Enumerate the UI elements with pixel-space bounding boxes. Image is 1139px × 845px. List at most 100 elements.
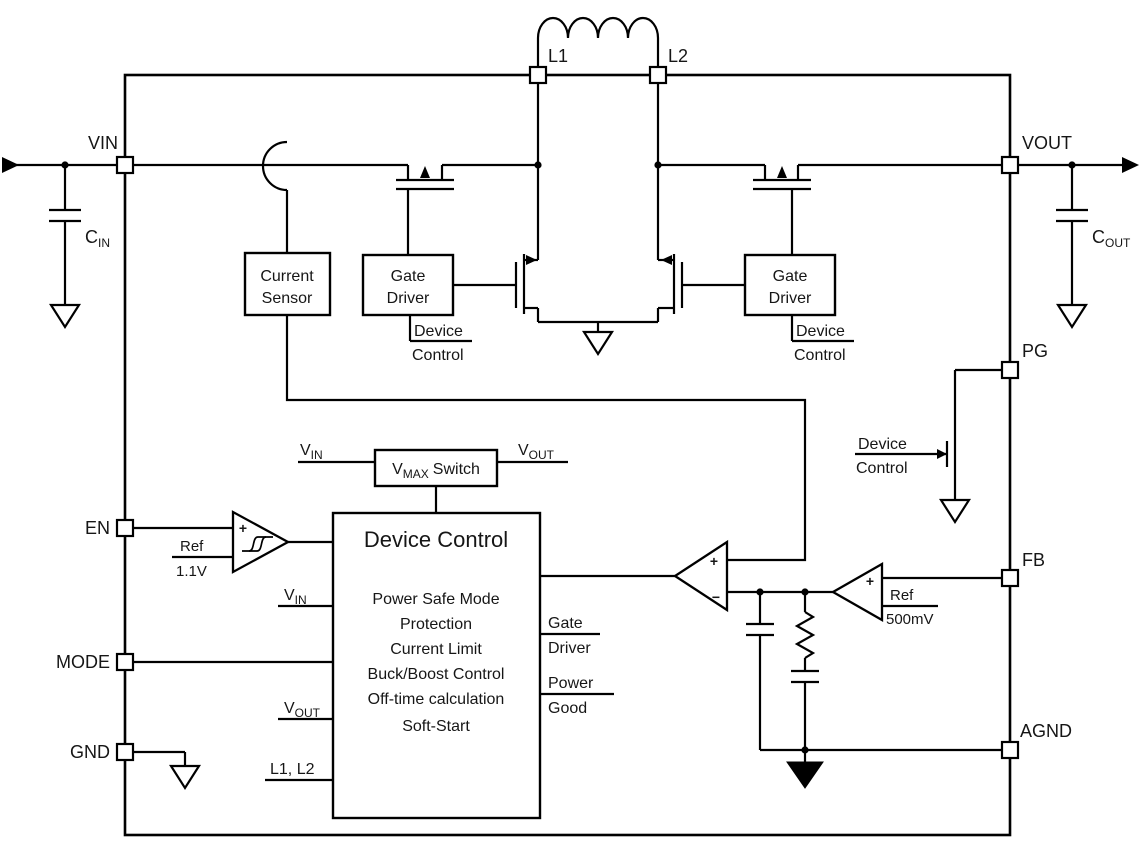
amplifier-symbol bbox=[830, 562, 884, 622]
mosfet-arrow bbox=[526, 255, 537, 265]
pin-l1 bbox=[528, 65, 548, 85]
pin-label-fb: FB bbox=[1022, 550, 1045, 570]
gate-driver-label: Driver bbox=[769, 290, 812, 307]
cout-label: COUT bbox=[1092, 227, 1131, 250]
cin-label: CIN bbox=[85, 227, 110, 250]
dc-gate-output-label: Gate bbox=[548, 615, 583, 632]
function-list-item: Current Limit bbox=[390, 641, 482, 658]
pin-label-vin: VIN bbox=[88, 133, 118, 153]
dc-gate-output-label: Driver bbox=[548, 640, 591, 657]
gate-driver-label: Gate bbox=[391, 268, 426, 285]
fb-ref-label: Ref bbox=[890, 587, 914, 604]
fb-ref-value: 500mV bbox=[886, 611, 934, 628]
device-control-net-label: Control bbox=[412, 347, 464, 364]
pin-fb bbox=[1000, 568, 1020, 588]
compensation-network bbox=[746, 592, 1002, 789]
gate-driver-right-block: Gate Driver Device Control bbox=[743, 253, 854, 364]
dc-power-good-label: Power bbox=[548, 675, 594, 692]
pin-label-vout: VOUT bbox=[1022, 133, 1072, 153]
device-control-box bbox=[331, 511, 542, 820]
current-sensor-block: Current Sensor bbox=[243, 140, 807, 562]
device-control-block: Device Control Power Safe Mode Protectio… bbox=[265, 511, 675, 820]
current-probe-icon bbox=[261, 140, 288, 192]
pmos-input-transistor bbox=[396, 163, 538, 255]
output-arrow bbox=[1122, 157, 1139, 173]
function-list-item: Buck/Boost Control bbox=[368, 666, 505, 683]
pin-pg bbox=[1000, 360, 1020, 380]
ic-package-outline bbox=[123, 73, 1012, 837]
vmax-vout-label: VOUT bbox=[518, 442, 555, 462]
ground-symbol bbox=[938, 498, 972, 525]
gnd-pin-circuit bbox=[133, 750, 202, 791]
nmos-bridge bbox=[453, 254, 745, 357]
pin-label-gnd: GND bbox=[70, 742, 110, 762]
current-sense-signal-wire bbox=[285, 315, 807, 562]
dc-l1l2-input-label: L1, L2 bbox=[270, 761, 315, 778]
pin-mode bbox=[115, 652, 135, 672]
ground-symbol bbox=[48, 303, 82, 330]
ground-symbol bbox=[1055, 303, 1089, 330]
pin-agnd bbox=[1000, 740, 1020, 760]
plus-sign: + bbox=[710, 553, 718, 569]
function-list-item: Power Safe Mode bbox=[372, 591, 499, 608]
device-control-net-label: Control bbox=[794, 347, 846, 364]
analog-ground-symbol bbox=[786, 761, 824, 789]
pmos-output-transistor bbox=[658, 163, 1002, 255]
pin-gnd bbox=[115, 742, 135, 762]
inductor-coil bbox=[536, 16, 660, 39]
pin-label-en: EN bbox=[85, 518, 110, 538]
dc-power-good-label: Good bbox=[548, 700, 587, 717]
mosfet-arrow bbox=[777, 166, 787, 178]
input-rail: CIN bbox=[2, 157, 408, 330]
input-arrow bbox=[2, 157, 19, 173]
switch-nodes bbox=[534, 83, 662, 260]
device-control-net-label: Device bbox=[796, 323, 845, 340]
pin-label-pg: PG bbox=[1022, 341, 1048, 361]
error-comparator: + − bbox=[672, 539, 833, 613]
function-list-item: Protection bbox=[400, 616, 472, 633]
inductor-symbol bbox=[536, 16, 660, 67]
dc-vin-input-label: VIN bbox=[284, 587, 307, 607]
pin-en bbox=[115, 518, 135, 538]
plus-sign: + bbox=[239, 520, 247, 536]
vmax-switch-box bbox=[373, 448, 499, 488]
device-control-net-label: Device bbox=[414, 323, 463, 340]
function-list-item: Soft-Start bbox=[402, 718, 470, 735]
mosfet-arrow bbox=[661, 255, 672, 265]
device-control-net-label: Device bbox=[858, 436, 907, 453]
gate-driver-left-block: Gate Driver Device Control bbox=[361, 253, 472, 364]
ground-symbol bbox=[581, 330, 615, 357]
pin-label-l2: L2 bbox=[668, 46, 688, 66]
ground-symbol bbox=[168, 764, 202, 791]
power-good-circuit: Device Control bbox=[855, 368, 1002, 525]
pin-vin bbox=[115, 155, 135, 175]
current-sensor-label: Current bbox=[260, 268, 314, 285]
mosfet-arrow bbox=[420, 166, 430, 178]
schmitt-trigger-symbol bbox=[231, 510, 291, 574]
comp-resistor bbox=[794, 611, 816, 659]
comparator-symbol bbox=[672, 539, 729, 613]
pin-label-mode: MODE bbox=[56, 652, 110, 672]
dc-vout-input-label: VOUT bbox=[284, 700, 321, 720]
current-sensor-label: Sensor bbox=[262, 290, 313, 307]
device-control-net-label: Control bbox=[856, 460, 908, 477]
hysteresis-icon bbox=[249, 536, 273, 552]
en-ref-value: 1.1V bbox=[176, 563, 207, 580]
device-control-title: Device Control bbox=[364, 527, 508, 552]
pin-label-l1: L1 bbox=[548, 46, 568, 66]
gate-driver-box bbox=[743, 253, 837, 317]
gate-driver-box bbox=[361, 253, 455, 317]
en-ref-label: Ref bbox=[180, 538, 204, 555]
pin-label-agnd: AGND bbox=[1020, 721, 1072, 741]
pin-l2 bbox=[648, 65, 668, 85]
output-rail: COUT bbox=[1018, 157, 1139, 330]
gate-driver-label: Driver bbox=[387, 290, 430, 307]
pin-vout bbox=[1000, 155, 1020, 175]
function-list-item: Off-time calculation bbox=[368, 691, 505, 708]
enable-comparator: Ref 1.1V + bbox=[133, 510, 333, 580]
vmax-vin-label: VIN bbox=[300, 442, 323, 462]
